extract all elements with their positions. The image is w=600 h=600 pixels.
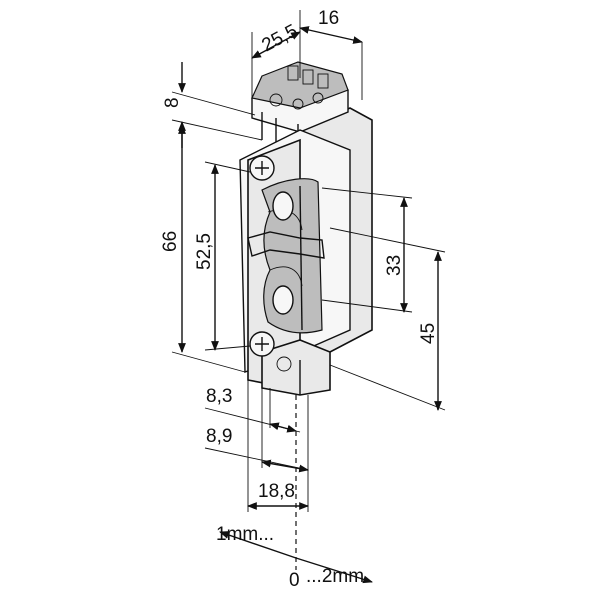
dim-52-5: 52,5 [194,233,215,270]
dim-8-9: 8,9 [206,426,232,447]
dim-66: 66 [160,231,181,252]
mount-hole [276,356,292,372]
dim-18-8: 18,8 [258,481,295,502]
scale-left-label: 1mm... [216,524,274,545]
bottom-screw [249,331,275,357]
dim-8: 8 [162,97,183,108]
dimension-lines [171,10,446,584]
dimension-labels: 25,5 16 8 66 52,5 33 45 8,3 8,9 18,8 [160,8,439,502]
tolerance-scale: 1mm... 0 ...2mm [216,524,364,591]
dim-8-3: 8,3 [206,386,232,407]
dim-16: 16 [318,8,339,29]
dim-33: 33 [384,255,405,276]
top-screw [249,155,275,181]
dim-25-5: 25,5 [258,21,301,57]
electric-strike-device [239,61,373,396]
scale-zero-label: 0 [289,570,300,591]
dim-45: 45 [418,323,439,344]
scale-right-label: ...2mm [306,566,364,587]
